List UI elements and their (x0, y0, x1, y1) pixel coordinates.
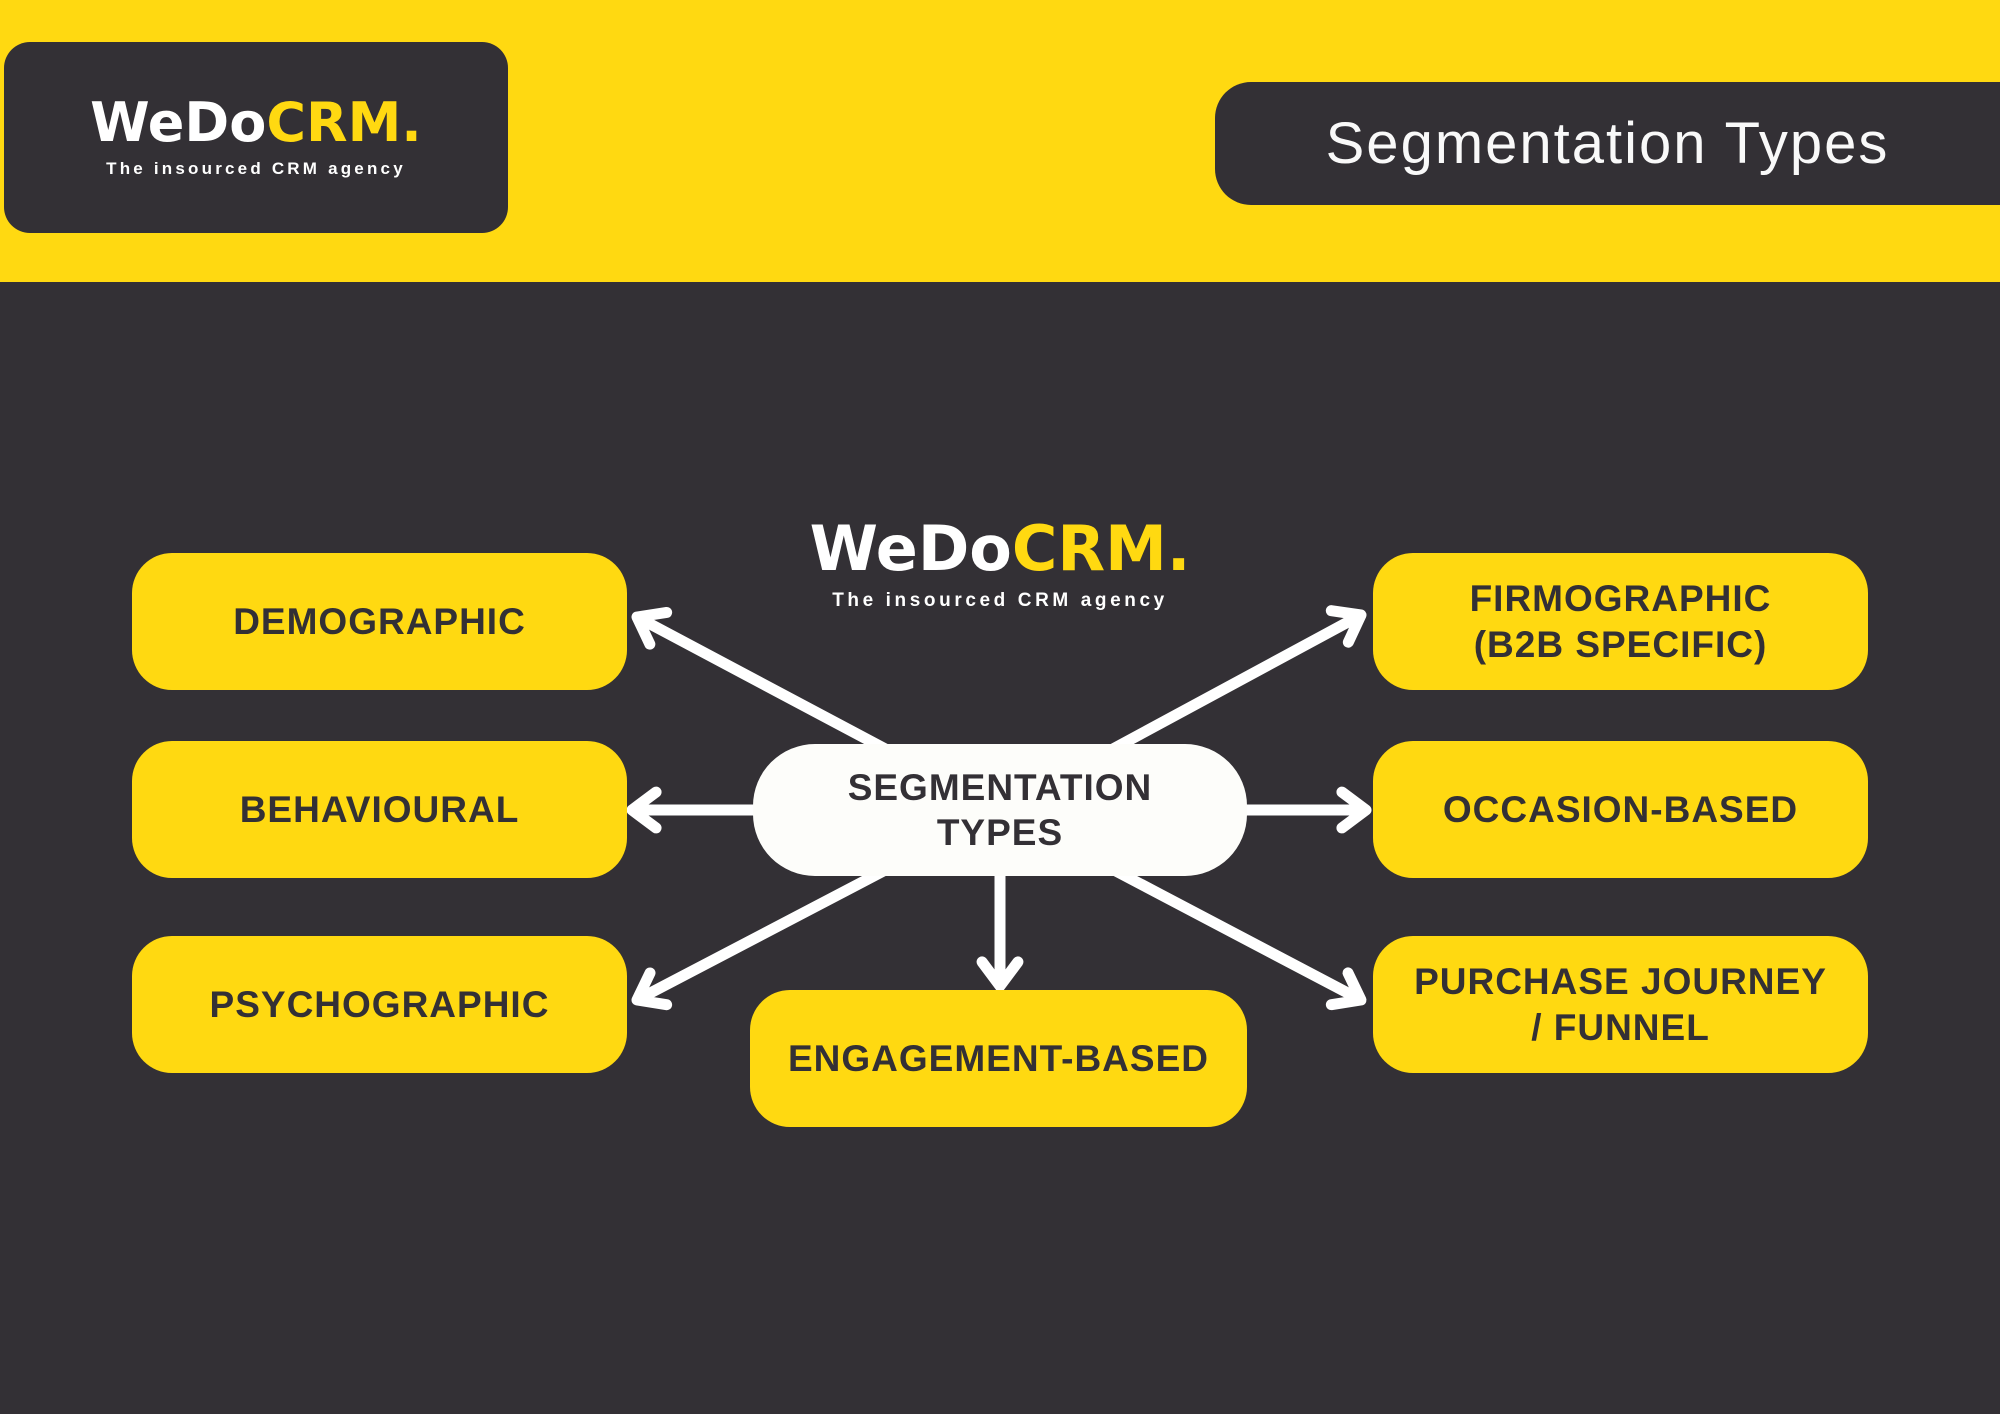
brand-name-yellow: CRM. (266, 91, 422, 154)
brand-name-white: WeDo (90, 91, 267, 154)
node-occasion-based: OCCASION-BASED (1373, 741, 1868, 878)
node-psychographic: PSYCHOGRAPHIC (132, 936, 627, 1073)
node-firmographic-b2b: FIRMOGRAPHIC (B2B SPECIFIC) (1373, 553, 1868, 690)
brand-name-white: WeDo (809, 512, 1012, 585)
node-segmentation-types: SEGMENTATION TYPES (753, 744, 1247, 876)
node-behavioural: BEHAVIOURAL (132, 741, 627, 878)
brand-logo: WeDoCRM. The insourced CRM agency (810, 518, 1191, 612)
brand-name-yellow: CRM. (1011, 512, 1191, 585)
brand-tagline: The insourced CRM agency (832, 590, 1168, 611)
center-brand-logo: WeDoCRM. The insourced CRM agency (810, 518, 1191, 612)
page-title: Segmentation Types (1325, 111, 1890, 176)
brand-tagline: The insourced CRM agency (106, 159, 406, 178)
node-engagement-based: ENGAGEMENT-BASED (750, 990, 1247, 1127)
node-demographic: DEMOGRAPHIC (132, 553, 627, 690)
page-title-box: Segmentation Types (1215, 82, 2000, 205)
brand-logo-card: WeDoCRM. The insourced CRM agency (4, 42, 508, 233)
brand-logo: WeDoCRM. The insourced CRM agency (90, 96, 422, 179)
brand-name: WeDoCRM. (90, 96, 422, 150)
brand-name: WeDoCRM. (810, 518, 1191, 580)
node-purchase-journey-funnel: PURCHASE JOURNEY / FUNNEL (1373, 936, 1868, 1073)
